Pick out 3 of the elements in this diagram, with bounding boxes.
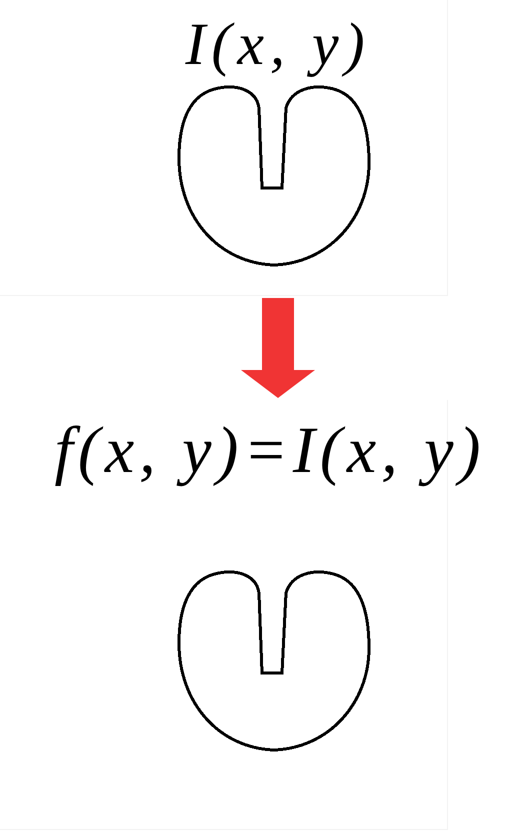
arrow bbox=[241, 298, 315, 398]
formula-text: f(x, y)=I(x, y) bbox=[54, 418, 486, 484]
figure-panel bbox=[0, 0, 448, 296]
